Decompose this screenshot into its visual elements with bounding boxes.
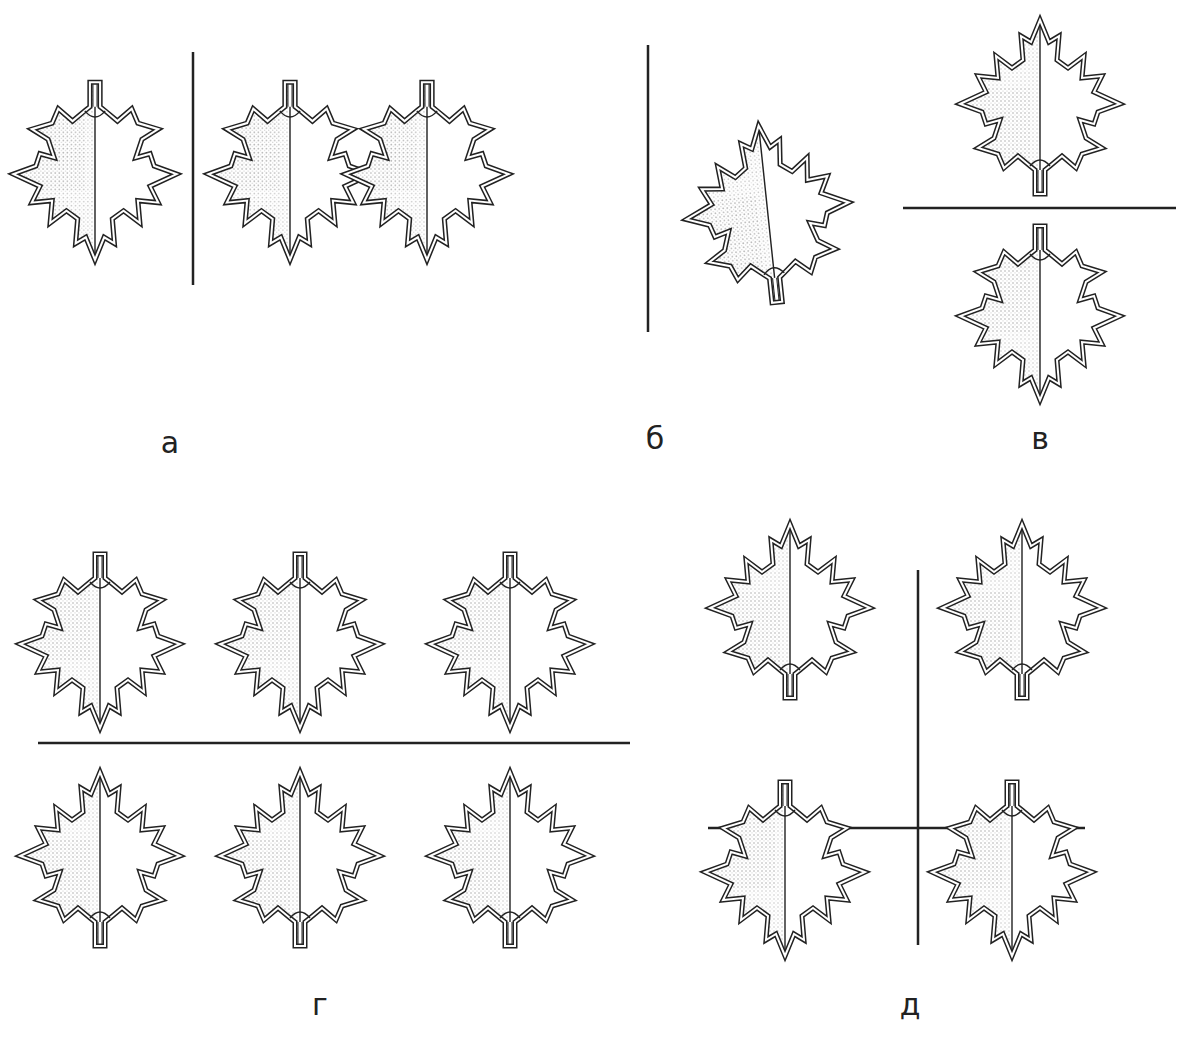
figure-label: а [161,428,179,458]
figure-label: д [900,990,921,1020]
figure-label: г [312,990,328,1020]
maple-leaves [13,20,1120,956]
figure-label: б [646,424,665,454]
figure-label: в [1031,424,1049,454]
